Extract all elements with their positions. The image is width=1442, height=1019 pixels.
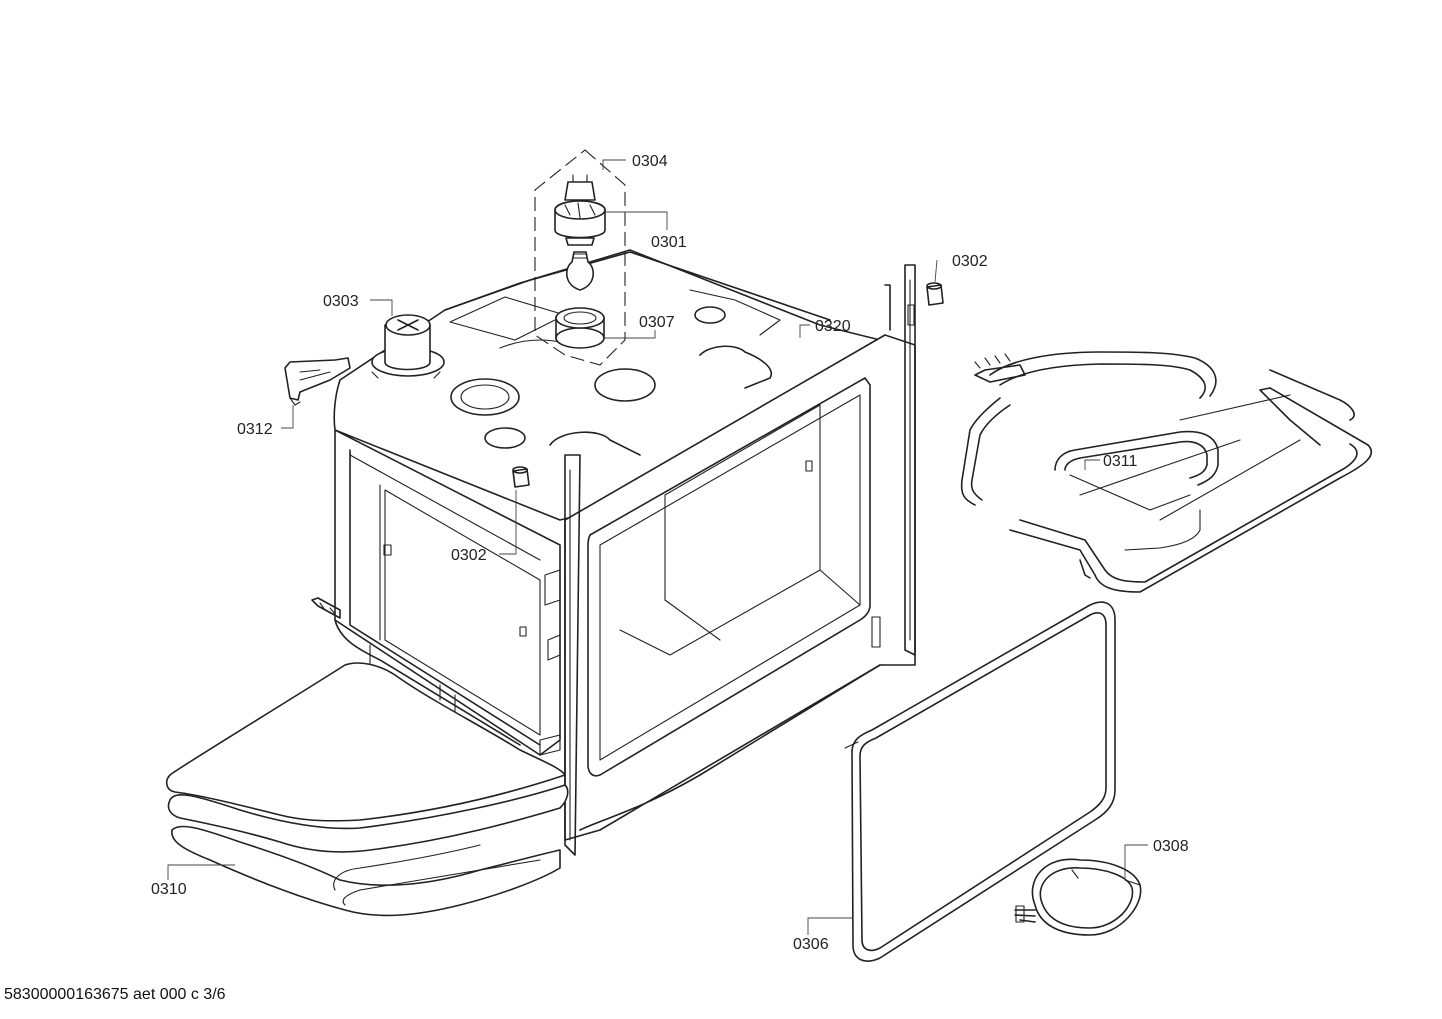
label-0301: 0301 — [651, 234, 687, 251]
label-0311: 0311 — [1103, 453, 1138, 470]
label-0302-center: 0302 — [451, 547, 487, 564]
ring-heating-element — [1014, 858, 1142, 936]
oven-lamp-assembly — [534, 149, 626, 366]
label-0302-right: 0302 — [952, 253, 988, 270]
door-seal — [844, 601, 1116, 962]
oven-cavity — [311, 249, 916, 856]
insulation-blanket — [165, 662, 569, 917]
label-0320: 0320 — [815, 318, 851, 335]
label-0303: 0303 — [323, 293, 359, 310]
plug-part-center — [512, 466, 530, 488]
label-0306: 0306 — [793, 936, 829, 953]
plug-part-right — [926, 282, 944, 306]
grill-heating-element — [960, 351, 1373, 593]
label-0304: 0304 — [632, 153, 668, 170]
document-footer: 58300000163675 aet 000 c 3/6 — [4, 986, 226, 1003]
label-0307: 0307 — [639, 314, 675, 331]
part-labels: 0304 0301 0302 0303 0307 0320 0312 0311 … — [151, 153, 1189, 953]
label-0312: 0312 — [237, 421, 273, 438]
label-0308: 0308 — [1153, 838, 1189, 855]
bracket-switch — [284, 357, 351, 406]
label-0310: 0310 — [151, 881, 187, 898]
leader-lines — [167, 159, 1148, 935]
fan-coupling — [371, 314, 445, 379]
